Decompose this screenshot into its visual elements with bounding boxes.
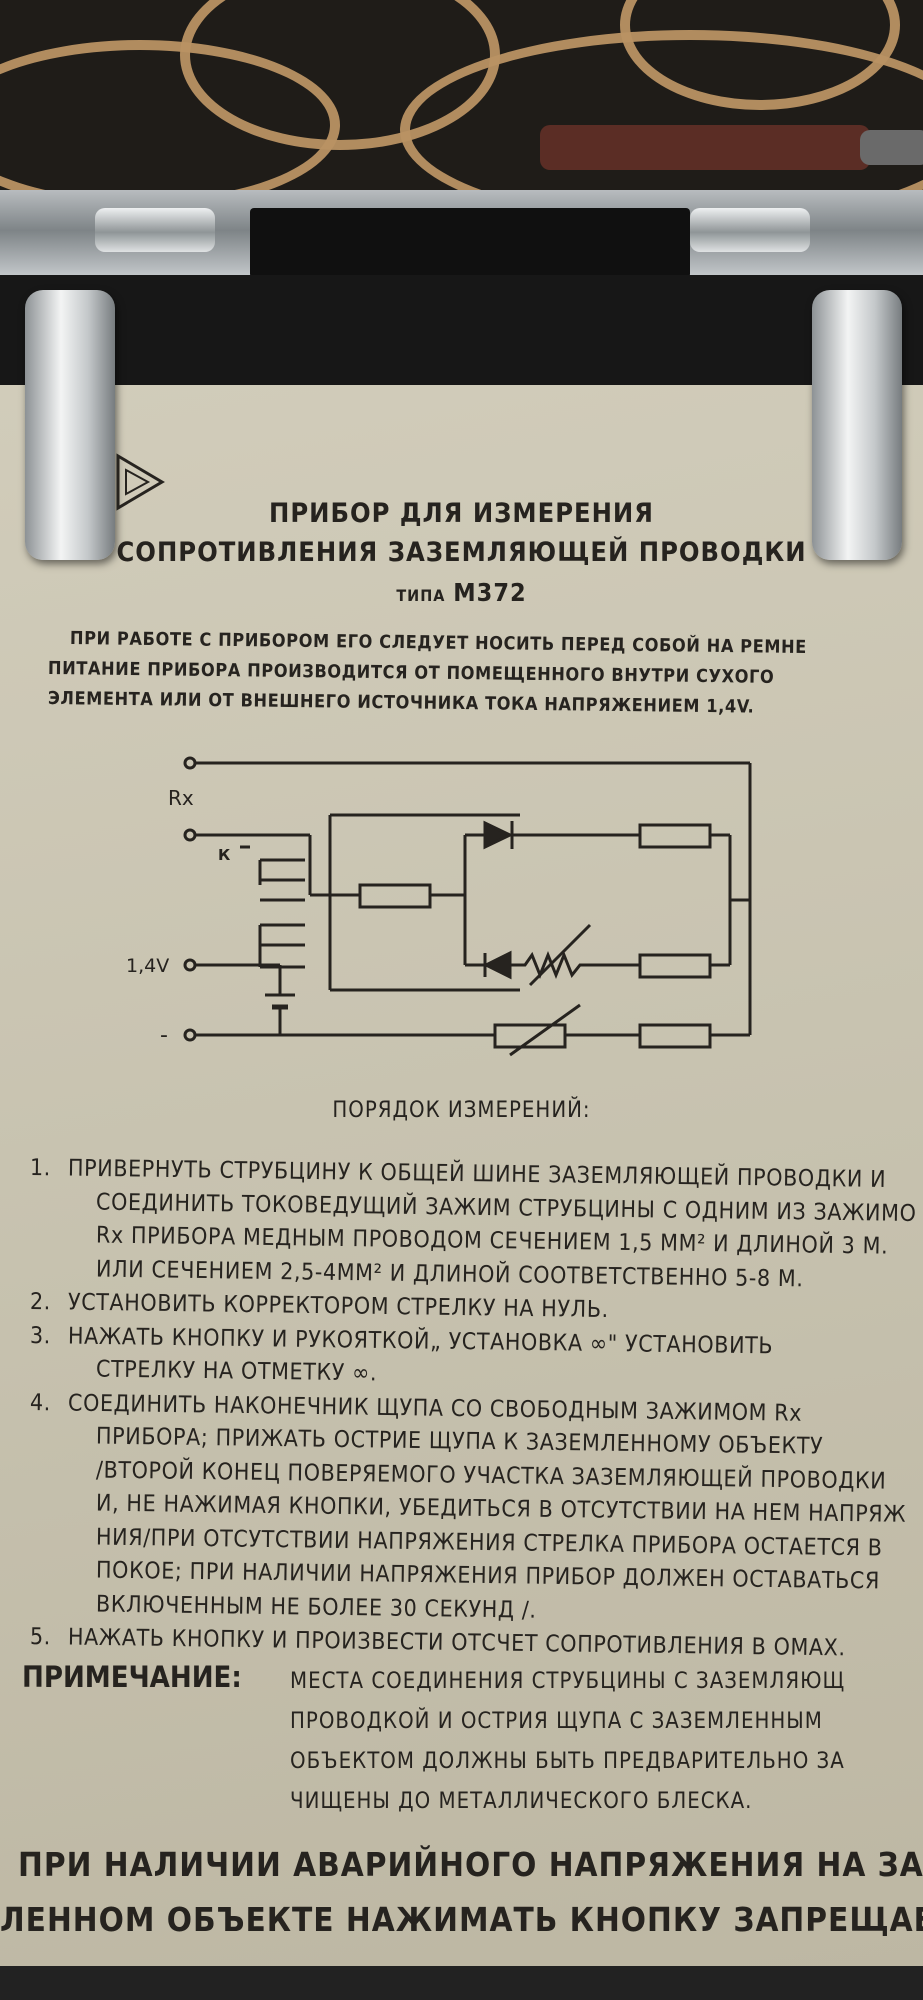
procedure-step-text: УСТАНОВИТЬ КОРРЕКТОРОМ СТРЕЛКУ НА НУЛЬ. xyxy=(67,1289,609,1324)
type-line: ТИПА М372 xyxy=(0,578,923,607)
procedure-step-text: ВКЛЮЧЕННЫМ НЕ БОЛЕЕ 30 СЕКУНД /. xyxy=(95,1591,537,1624)
case-bottom-edge xyxy=(0,1966,923,2000)
procedure-heading: ПОРЯДОК ИЗМЕРЕНИЙ: xyxy=(332,1098,591,1123)
lid-clip-right xyxy=(812,290,902,560)
title-line-1: ПРИБОР ДЛЯ ИЗМЕРЕНИЯ xyxy=(269,498,654,529)
instruction-plate xyxy=(0,385,923,1970)
warning-line-2: ЛЕННОМ ОБЪЕКТЕ НАЖИМАТЬ КНОПКУ ЗАПРЕЩАЕТ xyxy=(0,1900,923,1939)
procedure-step-number xyxy=(58,1208,96,1209)
label-key: К xyxy=(218,846,231,864)
procedure-step-text: НАЖАТЬ КНОПКУ И ПРОИЗВЕСТИ ОТСЧЕТ СОПРОТ… xyxy=(67,1624,846,1662)
procedure-step-number xyxy=(58,1275,96,1276)
procedure-step-number: 2. xyxy=(29,1289,52,1316)
procedure-step-number: 3. xyxy=(29,1322,52,1349)
probe-plug xyxy=(540,125,870,170)
procedure-step-text: СТРЕЛКУ НА ОТМЕТКУ ∞. xyxy=(95,1356,378,1387)
procedure-step-number xyxy=(58,1376,96,1377)
case-edge xyxy=(0,275,923,385)
procedure-step-number xyxy=(58,1476,96,1477)
note-line-1: МЕСТА СОЕДИНЕНИЯ СТРУБЦИНЫ С ЗАЗЕМЛЯЮЩ xyxy=(290,1669,846,1694)
note-line-3: ОБЪЕКТОМ ДОЛЖНЫ БЫТЬ ПРЕДВАРИТЕЛЬНО ЗА xyxy=(290,1749,845,1774)
procedure-step-number xyxy=(58,1510,96,1511)
hinge-knuckle-left xyxy=(95,208,215,252)
procedure-step-number xyxy=(58,1543,96,1544)
warning-line-1: ПРИ НАЛИЧИИ АВАРИЙНОГО НАПРЯЖЕНИЯ НА ЗАЗ… xyxy=(18,1845,923,1884)
procedure-step-number: 1. xyxy=(29,1155,52,1182)
lid-clip-left xyxy=(25,290,115,560)
label-rx: Rx xyxy=(168,786,194,810)
type-label: ТИПА xyxy=(396,586,446,605)
title-line-2: СОПРОТИВЛЕНИЯ ЗАЗЕМЛЯЮЩЕЙ ПРОВОДКИ xyxy=(116,537,807,568)
procedure-step-number xyxy=(58,1242,96,1243)
label-voltage: 1,4V xyxy=(126,955,169,977)
label-minus: - xyxy=(160,1023,168,1048)
hinge-knuckle-right xyxy=(690,208,810,252)
test-leads-area xyxy=(0,0,923,200)
procedure-step-number: 4. xyxy=(29,1389,52,1416)
probe-plug-tip xyxy=(860,130,923,165)
manufacturer-logo xyxy=(116,453,165,511)
procedure-step-number xyxy=(58,1443,96,1444)
circuit-schematic: Rx К 1,4V - xyxy=(126,756,752,1057)
note-line-4: ЧИЩЕНЫ ДО МЕТАЛЛИЧЕСКОГО БЛЕСКА. xyxy=(290,1789,753,1814)
procedure-step-number: 5. xyxy=(29,1624,52,1651)
hinge-slot xyxy=(250,208,690,278)
procedure-step-number xyxy=(58,1577,96,1578)
note-line-2: ПРОВОДКОЙ И ОСТРИЯ ЩУПА С ЗАЗЕМЛЕННЫМ xyxy=(290,1709,823,1734)
note-label: ПРИМЕЧАНИЕ: xyxy=(22,1660,242,1694)
procedure-step-number xyxy=(58,1610,96,1611)
type-value: М372 xyxy=(453,578,527,607)
